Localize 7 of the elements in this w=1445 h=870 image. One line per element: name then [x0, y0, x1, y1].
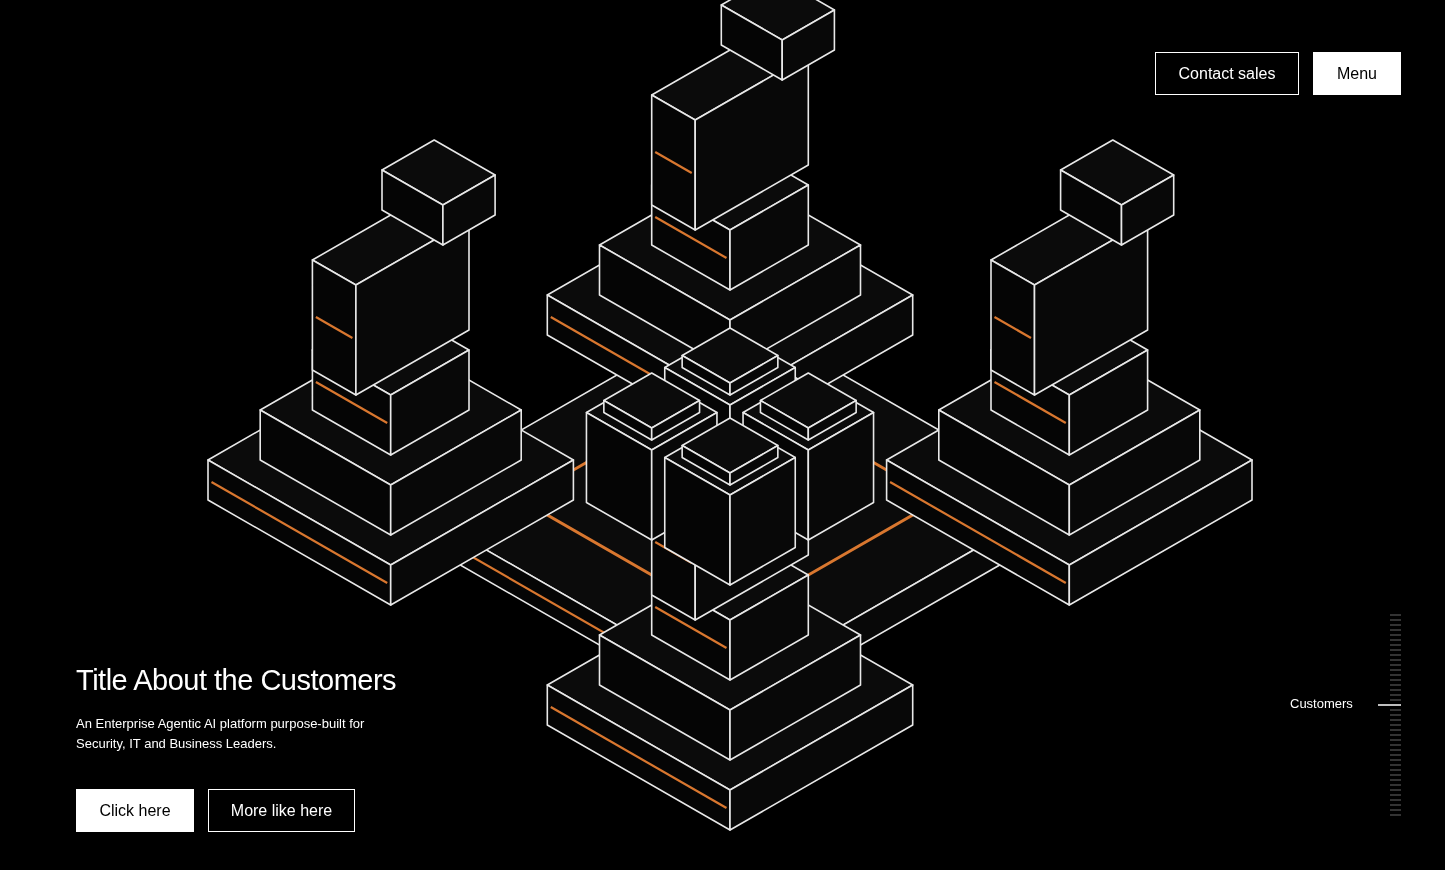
primary-button: Click here: [76, 789, 194, 832]
contact-sales-button: Contact sales: [1155, 52, 1299, 95]
menu-button: Menu: [1313, 52, 1401, 95]
hero-description: An Enterprise Agentic AI platform purpose-built for Security, IT and Business Leaders.: [76, 715, 366, 753]
scale-label: Customers: [1290, 696, 1353, 711]
secondary-button: More like here: [208, 789, 355, 832]
hero-title: Title About the Customers: [76, 664, 397, 697]
